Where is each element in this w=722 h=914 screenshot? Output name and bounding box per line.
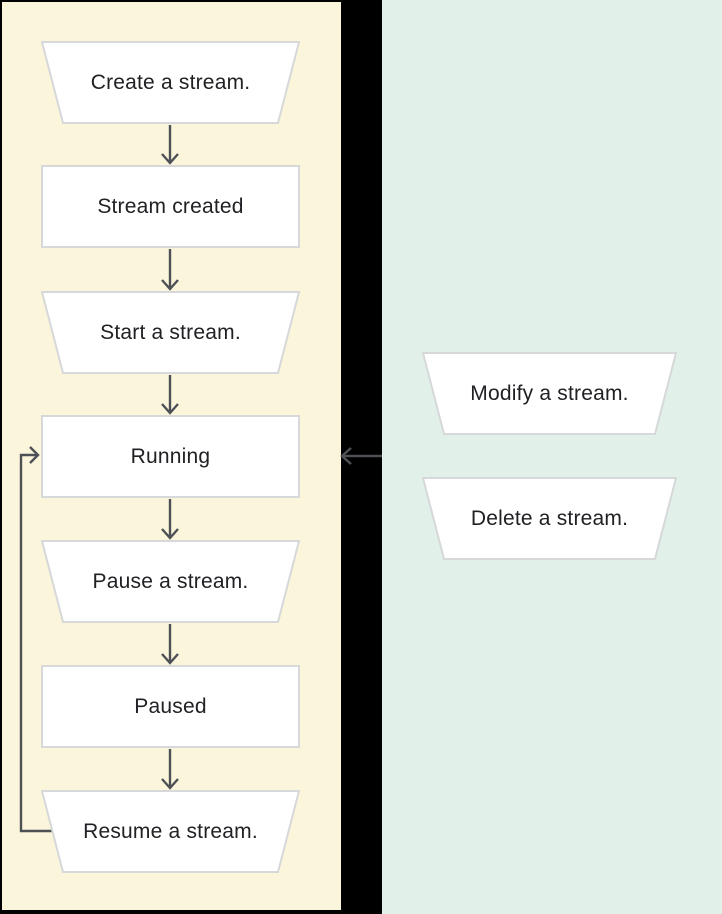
arrow-create-to-created — [161, 125, 179, 165]
rectangle-shape — [41, 665, 300, 748]
flow-step-modify-stream: Modify a stream. — [422, 352, 677, 435]
flow-step-pause-stream: Pause a stream. — [41, 540, 300, 623]
flow-step-label: Create a stream. — [90, 70, 251, 94]
flow-step-resume-stream: Resume a stream. — [41, 790, 300, 873]
trapezoid-shape — [41, 41, 300, 124]
rectangle-shape — [41, 165, 300, 248]
cross-panel-arrow-left — [340, 447, 384, 465]
arrow-paused-to-resume — [161, 749, 179, 790]
trapezoid-shape — [422, 352, 677, 435]
trapezoid-shape — [41, 540, 300, 623]
trapezoid-shape — [41, 790, 300, 873]
rectangle-shape — [41, 415, 300, 498]
loop-arrow-resume-to-running — [19, 446, 52, 833]
arrow-start-to-running — [161, 375, 179, 415]
flow-step-label: Delete a stream. — [470, 506, 629, 530]
arrow-created-to-start — [161, 249, 179, 291]
arrow-running-to-pause — [161, 499, 179, 540]
flow-step-create-stream: Create a stream. — [41, 41, 300, 124]
flow-state-label: Paused — [134, 694, 207, 718]
flow-step-delete-stream: Delete a stream. — [422, 477, 677, 560]
flow-step-label: Modify a stream. — [470, 381, 629, 405]
flow-state-paused: Paused — [41, 665, 300, 748]
actions-panel: Modify a stream. Delete a stream. — [382, 0, 722, 914]
arrow-pause-to-paused — [161, 624, 179, 665]
trapezoid-shape — [41, 291, 300, 374]
flow-state-label: Stream created — [97, 194, 244, 218]
flow-step-start-stream: Start a stream. — [41, 291, 300, 374]
flow-step-label: Pause a stream. — [92, 569, 249, 593]
flow-state-running: Running — [41, 415, 300, 498]
flow-state-stream-created: Stream created — [41, 165, 300, 248]
lifecycle-panel: Create a stream. Stream created Start a … — [2, 2, 341, 910]
flow-step-label: Resume a stream. — [83, 819, 258, 843]
flow-step-label: Start a stream. — [100, 320, 241, 344]
flow-state-label: Running — [130, 444, 211, 468]
trapezoid-shape — [422, 477, 677, 560]
